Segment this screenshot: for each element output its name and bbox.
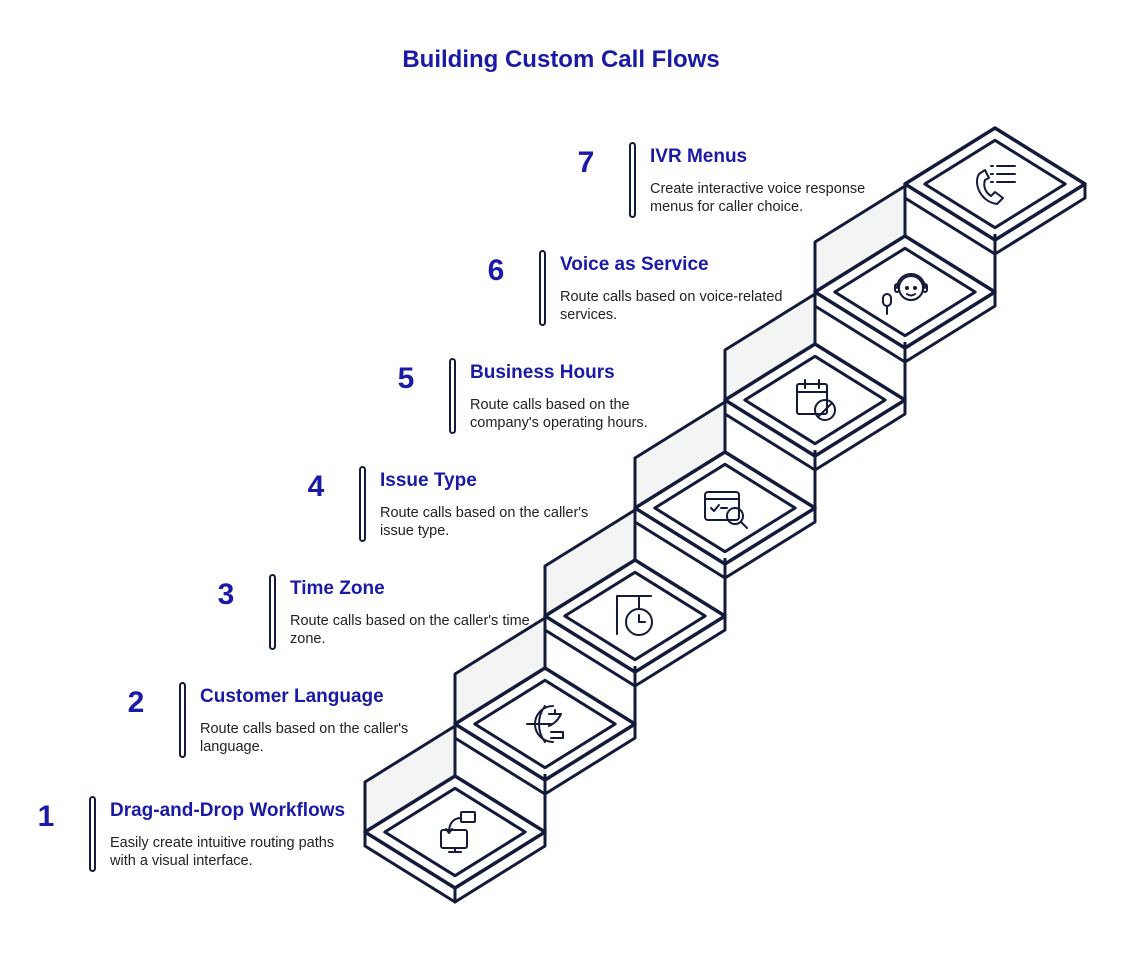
step-divider: [89, 796, 96, 872]
step-title: Business Hours: [470, 362, 615, 383]
step-number: 5: [397, 362, 415, 395]
step-description: Route calls based on the caller's issue …: [380, 505, 589, 539]
step-number: 7: [577, 146, 595, 179]
phone-menu-icon: [976, 165, 1016, 205]
step-divider: [179, 682, 186, 758]
step-title: Drag-and-Drop Workflows: [110, 800, 346, 821]
calendar-blocked-icon: [796, 379, 836, 421]
step-number: 2: [127, 686, 145, 719]
step-description: Route calls based on the caller's time z…: [290, 613, 530, 647]
step-description: Easily create intuitive routing paths wi…: [110, 835, 335, 869]
step-number: 1: [37, 800, 55, 833]
step-number: 4: [307, 470, 325, 503]
page-title: Building Custom Call Flows: [402, 46, 720, 73]
step-divider: [359, 466, 366, 542]
step-title: Issue Type: [380, 470, 477, 491]
stair-riser: [633, 666, 637, 724]
stair-riser: [903, 342, 907, 400]
step-title: IVR Menus: [650, 146, 748, 167]
clock-timezone-icon: [616, 595, 653, 636]
step-number: 6: [487, 254, 505, 287]
globe-language-icon: [526, 705, 564, 743]
workflow-monitor-icon: [440, 811, 476, 853]
step-divider: [269, 574, 276, 650]
stair-riser: [543, 774, 547, 832]
search-document-icon: [704, 491, 748, 529]
step-title: Customer Language: [200, 686, 384, 707]
stair-step-1: [363, 724, 547, 904]
step-description: Create interactive voice response menus …: [650, 181, 866, 215]
stair-riser: [993, 234, 997, 292]
stair-step-5: [723, 292, 907, 472]
stair-step-7: [903, 126, 1087, 256]
step-divider: [449, 358, 456, 434]
step-divider: [539, 250, 546, 326]
step-description: Route calls based on voice-related servi…: [560, 289, 783, 323]
step-title: Time Zone: [290, 578, 385, 599]
stair-riser: [813, 450, 817, 508]
stair-step-4: [633, 400, 817, 580]
stair-step-3: [543, 508, 727, 688]
stair-riser: [723, 558, 727, 616]
step-divider: [629, 142, 636, 218]
step-description: Route calls based on the company's opera…: [470, 397, 648, 431]
step-description: Route calls based on the caller's langua…: [200, 721, 409, 755]
step-number: 3: [217, 578, 235, 611]
headset-agent-icon: [882, 273, 928, 315]
stair-step-2: [453, 616, 637, 796]
step-title: Voice as Service: [560, 254, 709, 275]
